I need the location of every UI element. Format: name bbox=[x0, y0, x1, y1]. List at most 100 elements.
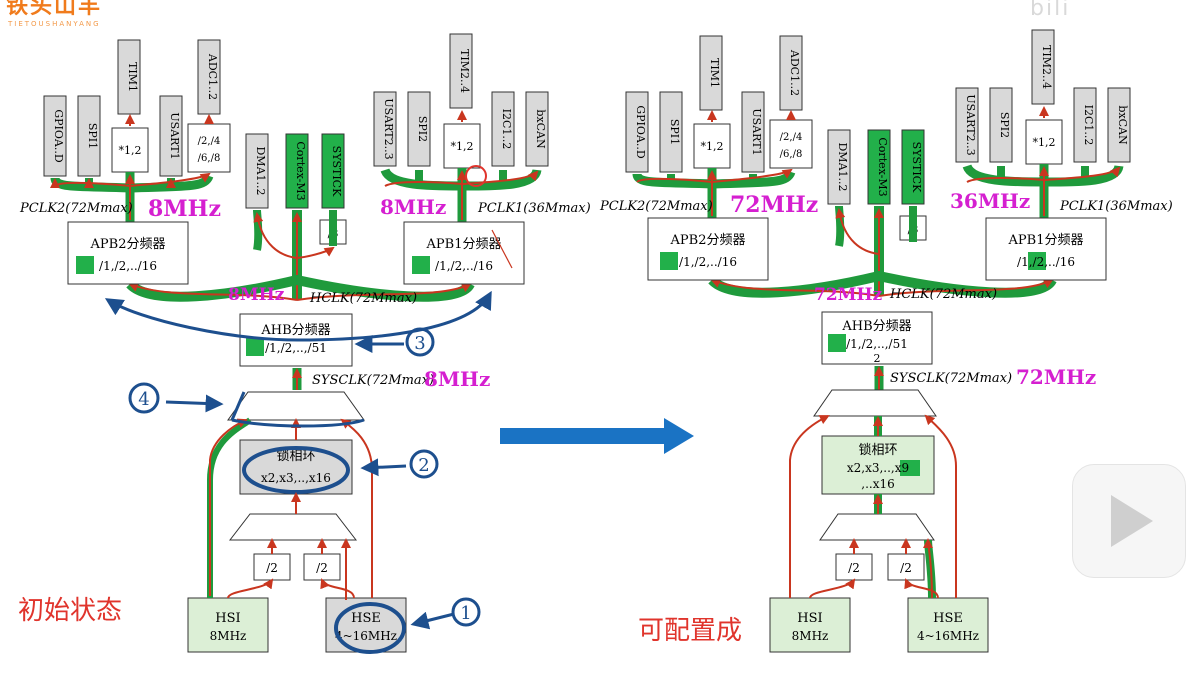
svg-text:APB1分频器: APB1分频器 bbox=[426, 237, 502, 252]
svg-text:USART2..3: USART2..3 bbox=[382, 98, 395, 159]
peripheral-box-cortex: Cortex-M3 bbox=[867, 129, 891, 205]
pll-input-mux bbox=[819, 513, 935, 541]
sysclk-freq: 72MHz bbox=[1016, 365, 1096, 389]
adc-divider-box: /2,/4 /6,/8 bbox=[187, 123, 231, 173]
svg-text:APB2分频器: APB2分频器 bbox=[670, 233, 746, 248]
apb1-prescaler-box: APB1分频器 /1,/2,../16 bbox=[985, 217, 1107, 281]
ahb-prescaler-box: AHB分频器 /1,/2,..,/51 2 bbox=[821, 311, 933, 365]
svg-text:/2: /2 bbox=[316, 561, 328, 575]
cursor-highlight bbox=[465, 165, 487, 187]
peripheral-box-gpioa: GPIOA..D bbox=[625, 91, 649, 173]
svg-text:PCLK1(36Mmax): PCLK1(36Mmax) bbox=[1059, 199, 1173, 214]
peripheral-box-spi1: SPI1 bbox=[659, 91, 683, 173]
peripheral-label: ADC1..2 bbox=[206, 53, 219, 100]
svg-text:HCLK(72Mmax): HCLK(72Mmax) bbox=[889, 287, 997, 302]
watermark-logo: 铁头山羊 TIETOUSHANYANG bbox=[6, 0, 102, 28]
peripheral-box-tim2: TIM2..4 bbox=[449, 33, 473, 109]
svg-text:锁相环: 锁相环 bbox=[276, 448, 315, 464]
svg-text:HSI: HSI bbox=[797, 611, 822, 626]
svg-text:USART2..3: USART2..3 bbox=[964, 94, 977, 155]
peripheral-box-tim2: TIM2..4 bbox=[1031, 29, 1055, 105]
step-marker-3: 3 bbox=[405, 327, 435, 357]
peripheral-box-bxcan: bxCAN bbox=[525, 91, 549, 167]
svg-text:bxCAN: bxCAN bbox=[1116, 105, 1129, 145]
svg-text:SYSCLK(72Mmax): SYSCLK(72Mmax) bbox=[890, 371, 1012, 386]
svg-text:/1,/2,..,/51: /1,/2,..,/51 bbox=[846, 337, 908, 351]
pclk1-freq: 8MHz bbox=[380, 195, 446, 219]
svg-text:*1,2: *1,2 bbox=[1033, 136, 1056, 149]
svg-text:,..x16: ,..x16 bbox=[861, 477, 894, 491]
svg-text:SYSTICK: SYSTICK bbox=[330, 146, 343, 197]
peripheral-box-spi1: SPI1 bbox=[77, 95, 101, 177]
peripheral-box-usart1: USART1 bbox=[741, 91, 765, 173]
svg-text:x2,x3,..,x16: x2,x3,..,x16 bbox=[261, 471, 331, 485]
pll-input-mux bbox=[228, 513, 358, 541]
hclk-label: HCLK(72Mmax) bbox=[309, 291, 417, 306]
hclk-freq: 8MHz bbox=[228, 285, 285, 305]
peripheral-box-adc: ADC1..2 bbox=[197, 39, 221, 115]
left-clock-tree: GPIOA..D SPI1 TIM1 *1,2 USART1 ADC1..2 /… bbox=[19, 33, 591, 654]
svg-text:APB1分频器: APB1分频器 bbox=[1008, 233, 1084, 248]
svg-text:HSE: HSE bbox=[351, 611, 381, 626]
annotation-circle-hse bbox=[334, 602, 406, 654]
multiplier-box: *1,2 bbox=[693, 123, 731, 169]
svg-text:/2: /2 bbox=[848, 561, 860, 575]
svg-text:DMA1..2: DMA1..2 bbox=[836, 142, 849, 191]
pclk1-label: PCLK1(36Mmax) bbox=[477, 201, 591, 216]
svg-text:x2,x3,..,x9: x2,x3,..,x9 bbox=[847, 461, 909, 475]
svg-text:SPI2: SPI2 bbox=[416, 116, 429, 142]
pclk2-freq: 72MHz bbox=[730, 192, 818, 218]
svg-text:HSE: HSE bbox=[933, 611, 963, 626]
svg-text:4~16MHz: 4~16MHz bbox=[917, 629, 979, 643]
play-button[interactable] bbox=[1072, 464, 1186, 578]
step-marker-4: 4 bbox=[128, 382, 160, 414]
pclk1-freq: 36MHz bbox=[950, 189, 1030, 213]
svg-text:/2,/4: /2,/4 bbox=[780, 132, 803, 143]
peripheral-box-tim1: TIM1 bbox=[699, 35, 723, 111]
peripheral-box-dma: DMA1..2 bbox=[245, 133, 269, 209]
svg-text:SPI1: SPI1 bbox=[668, 119, 681, 145]
peripheral-box-systick: SYSTICK bbox=[321, 133, 345, 209]
apb1-prescaler-box: APB1分频器 /1,/2,../16 bbox=[403, 221, 525, 285]
step-marker-2: 2 bbox=[409, 449, 439, 479]
peripheral-label: USART1 bbox=[168, 112, 181, 159]
apb2-prescaler-box: APB2分频器 /1,/2,../16 bbox=[647, 217, 769, 281]
svg-text:TIM1: TIM1 bbox=[708, 58, 721, 88]
peripheral-box-dma: DMA1..2 bbox=[827, 129, 851, 205]
svg-text:*1,2: *1,2 bbox=[451, 140, 474, 153]
svg-text:TIM2..4: TIM2..4 bbox=[1040, 45, 1053, 89]
svg-text:4~16MHz: 4~16MHz bbox=[335, 629, 397, 643]
hsi-div2-box: /2 bbox=[835, 553, 873, 581]
svg-text:DMA1..2: DMA1..2 bbox=[254, 146, 267, 195]
hsi-box: HSI 8MHz bbox=[769, 597, 851, 653]
multiplier-label: *1,2 bbox=[119, 144, 142, 157]
hse-box: HSE 4~16MHz bbox=[907, 597, 989, 653]
svg-text:/2: /2 bbox=[900, 561, 912, 575]
peripheral-box-usart2: USART2..3 bbox=[373, 91, 397, 167]
peripheral-box-gpioa: GPIOA..D bbox=[43, 95, 67, 177]
svg-text:GPIOA..D: GPIOA..D bbox=[634, 105, 647, 158]
svg-text:SPI2: SPI2 bbox=[998, 112, 1011, 138]
svg-text:2: 2 bbox=[418, 455, 429, 476]
hse-box: HSE 4~16MHz bbox=[325, 597, 407, 653]
svg-text:/6,/8: /6,/8 bbox=[780, 149, 803, 160]
svg-text:/2,/4: /2,/4 bbox=[198, 136, 221, 147]
peripheral-box-usart2: USART2..3 bbox=[955, 87, 979, 163]
svg-text:TIM2..4: TIM2..4 bbox=[458, 49, 471, 93]
svg-text:2: 2 bbox=[874, 352, 881, 365]
multiplier-box: *1,2 bbox=[1025, 119, 1063, 165]
pll-box: 锁相环 x2,x3,..,x9 ,..x16 bbox=[821, 435, 935, 495]
svg-text:/2: /2 bbox=[266, 561, 278, 575]
svg-text:Cortex-M3: Cortex-M3 bbox=[294, 141, 307, 200]
hsi-div2-box: /2 bbox=[253, 553, 291, 581]
svg-text:8MHz: 8MHz bbox=[210, 629, 247, 643]
peripheral-box-spi2: SPI2 bbox=[989, 87, 1013, 163]
peripheral-label: GPIOA..D bbox=[52, 109, 65, 162]
multiplier-box: *1,2 bbox=[111, 127, 149, 173]
hse-div2-box: /2 bbox=[887, 553, 925, 581]
hclk-freq: 72MHz bbox=[814, 285, 883, 305]
svg-text:AHB分频器: AHB分频器 bbox=[841, 319, 911, 334]
svg-text:PCLK2(72Mmax): PCLK2(72Mmax) bbox=[599, 199, 713, 214]
hsi-box: HSI 8MHz bbox=[187, 597, 269, 653]
